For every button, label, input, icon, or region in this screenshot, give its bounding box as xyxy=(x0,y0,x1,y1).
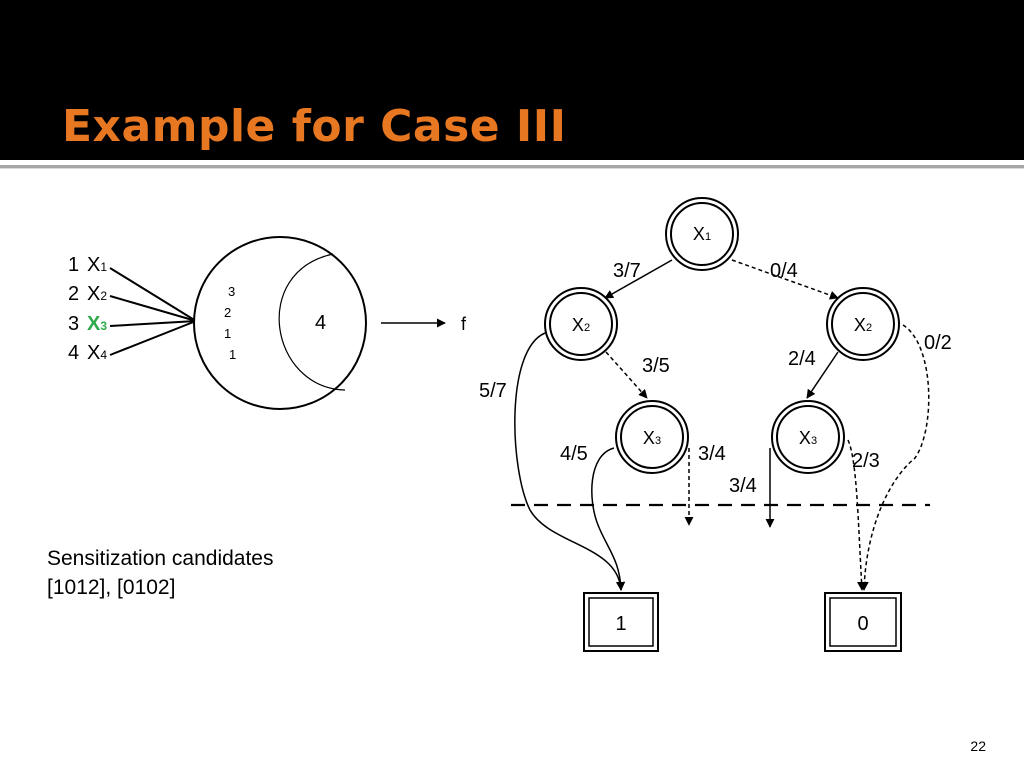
edge-x2r-x3r xyxy=(806,351,839,399)
page-number: 22 xyxy=(970,738,986,754)
input-index-4: 4 xyxy=(68,342,79,364)
tree-edges xyxy=(511,259,930,591)
edge-labels: 3/7 0/4 0/2 3/5 2/4 5/7 4/5 3/4 2/3 3/4 xyxy=(479,260,952,497)
edge-label-3-7: 3/7 xyxy=(613,260,641,282)
input-index-1: 1 xyxy=(68,254,79,276)
edge-x2r-term0 xyxy=(859,324,930,591)
terminal-1: 1 xyxy=(583,592,659,652)
weight-4: 1 xyxy=(229,347,236,362)
svg-text:0: 0 xyxy=(857,613,868,635)
title-divider-light xyxy=(0,168,1024,169)
edge-label-4-5: 4/5 xyxy=(560,443,588,465)
weight-2: 2 xyxy=(224,305,231,320)
node-x2-right: X2 xyxy=(826,287,900,361)
edge-x1-x2r xyxy=(731,259,839,300)
title-divider-gray xyxy=(0,165,1024,168)
edge-x3r-term0 xyxy=(847,439,867,591)
input-wire-3 xyxy=(109,320,197,327)
node-x1: X1 xyxy=(665,197,739,271)
gate-circle xyxy=(193,236,367,410)
svg-text:X3: X3 xyxy=(643,428,661,448)
title-bar xyxy=(0,0,1024,160)
weight-1: 3 xyxy=(228,284,235,299)
edge-x2l-term1 xyxy=(514,332,625,591)
edge-label-2-4: 2/4 xyxy=(788,348,816,370)
edge-label-0-4: 0/4 xyxy=(770,260,798,282)
weight-3: 1 xyxy=(224,326,231,341)
input-x2: X2 xyxy=(87,283,107,305)
svg-text:X3: X3 xyxy=(799,428,817,448)
node-x3-right: X3 xyxy=(771,400,845,474)
edge-label-5-7: 5/7 xyxy=(479,380,507,402)
sensitization-note: Sensitization candidates [1012], [0102] xyxy=(47,544,273,602)
output-f: f xyxy=(461,314,467,334)
input-x3-highlighted: X3 xyxy=(87,313,107,335)
edge-label-3-5: 3/5 xyxy=(642,355,670,377)
threshold-value: 4 xyxy=(315,312,326,334)
note-line-1: Sensitization candidates xyxy=(47,547,274,570)
threshold-gate: 1 2 3 4 X1 X2 X3 X4 3 2 1 1 4 f xyxy=(68,236,467,410)
title-divider-white xyxy=(0,160,1024,165)
svg-text:1: 1 xyxy=(615,613,626,635)
edge-label-0-2: 0/2 xyxy=(924,332,952,354)
input-wire-4 xyxy=(109,320,197,356)
svg-text:X1: X1 xyxy=(693,224,711,244)
input-x1: X1 xyxy=(87,254,107,276)
input-wire-2 xyxy=(109,295,197,322)
edge-label-3-4-upper: 3/4 xyxy=(698,443,726,465)
slide-title: Example for Case III xyxy=(62,101,567,152)
edge-x2l-x3l xyxy=(605,351,648,399)
terminal-0: 0 xyxy=(824,592,902,652)
edge-label-2-3: 2/3 xyxy=(852,450,880,472)
input-x4: X4 xyxy=(87,342,107,364)
node-x3-left: X3 xyxy=(615,400,689,474)
input-wire-1 xyxy=(109,267,197,322)
node-x2-left: X2 xyxy=(544,287,618,361)
edge-x3l-term1 xyxy=(591,447,626,591)
svg-text:X2: X2 xyxy=(572,315,590,335)
edge-x1-x2l xyxy=(604,259,673,299)
input-index-2: 2 xyxy=(68,283,79,305)
note-line-2: [1012], [0102] xyxy=(47,576,176,599)
input-index-3: 3 xyxy=(68,313,79,335)
gate-inner-arc xyxy=(278,253,346,391)
edge-label-3-4-lower: 3/4 xyxy=(729,475,757,497)
svg-text:X2: X2 xyxy=(854,315,872,335)
